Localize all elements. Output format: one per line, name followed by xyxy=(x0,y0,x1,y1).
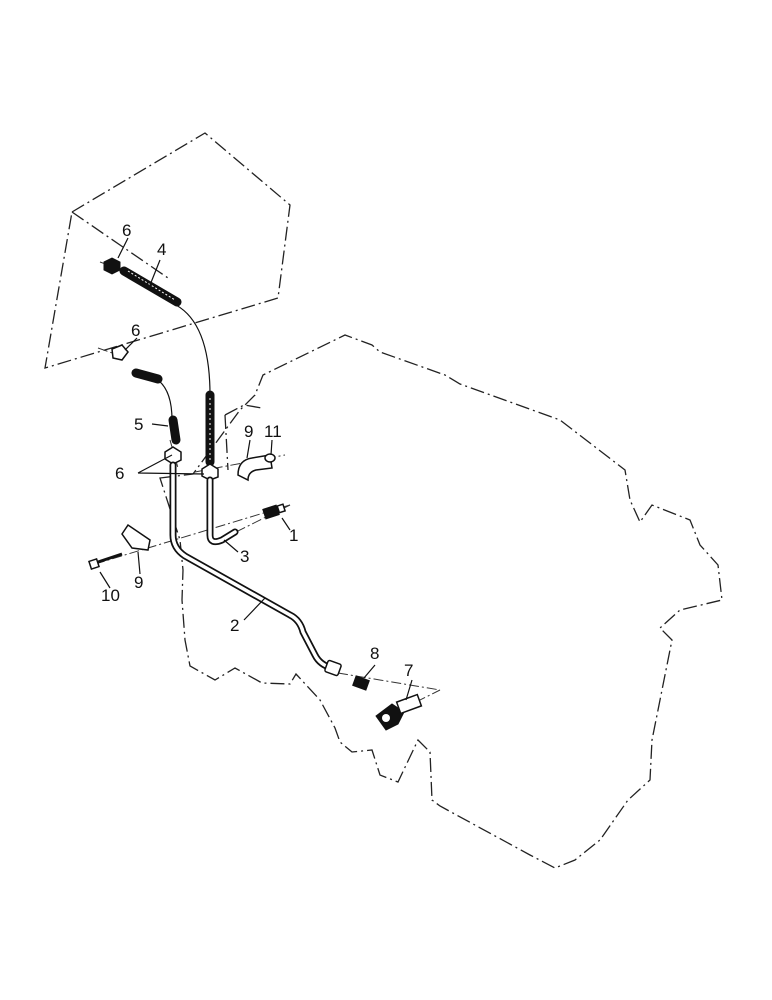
engine-outline xyxy=(159,334,723,869)
clamp-icons xyxy=(103,257,219,481)
callout-6-bottom: 6 xyxy=(115,464,124,483)
hose-upper xyxy=(119,266,182,307)
callout-2: 2 xyxy=(230,616,239,635)
tank-outline xyxy=(44,132,291,369)
callout-10: 10 xyxy=(101,586,120,605)
callout-3: 3 xyxy=(240,547,249,566)
bracket-left-icon xyxy=(121,523,151,551)
bolt-10-icon xyxy=(88,552,123,570)
hose-lower xyxy=(131,368,163,384)
tube-2 xyxy=(169,461,336,672)
tee-fitting-7-icon xyxy=(375,693,423,731)
callout-1: 1 xyxy=(289,526,298,545)
callout-5: 5 xyxy=(134,415,143,434)
callout-11: 11 xyxy=(264,422,282,441)
hose-5 xyxy=(168,415,181,445)
callout-labels: 1 2 3 4 5 6 6 6 7 8 9 9 10 11 xyxy=(101,221,413,680)
tube-3 xyxy=(206,476,239,546)
tube-end-fitting xyxy=(324,659,342,677)
callout-9-right: 9 xyxy=(244,422,253,441)
bracket-right-icon xyxy=(237,454,273,482)
fitting-8-icon xyxy=(352,675,370,691)
callout-8: 8 xyxy=(370,644,379,663)
fitting-1-icon xyxy=(262,503,287,520)
callout-6-top: 6 xyxy=(122,221,131,240)
callout-9-left: 9 xyxy=(134,573,143,592)
washer-11-icon xyxy=(264,453,276,463)
leader-lines xyxy=(99,237,413,701)
callout-4: 4 xyxy=(157,240,166,259)
callout-6-mid: 6 xyxy=(131,321,140,340)
assembly-centerlines xyxy=(94,261,441,711)
callout-7: 7 xyxy=(404,661,413,680)
